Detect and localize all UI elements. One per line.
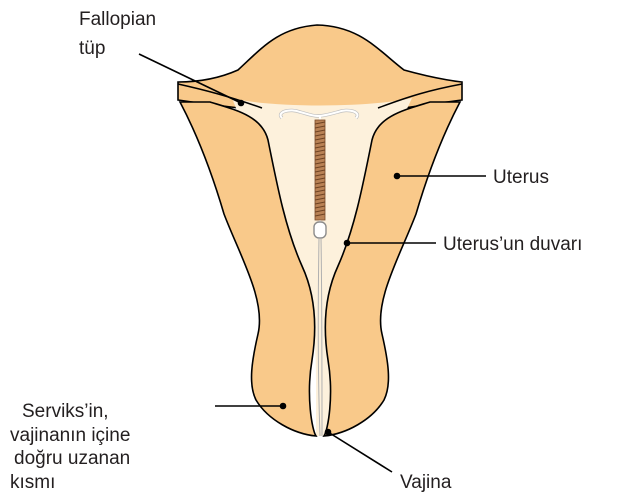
- label-fallopian-line2: tüp: [79, 38, 105, 59]
- uterus-fundus: [178, 25, 462, 112]
- fallopian-dot: [238, 100, 245, 107]
- label-fallopian-line1: Fallopian: [79, 9, 156, 30]
- cervix-dot: [280, 403, 287, 410]
- vagina-leader: [328, 432, 392, 472]
- label-fallopian-tube: Fallopian tüp: [79, 9, 161, 59]
- label-cervix-line2: vajinanın içine: [10, 425, 130, 446]
- label-cervix: Serviks’in, vajinanın içine doğru uzanan…: [10, 401, 136, 493]
- label-uterus-wall: Uterus’un duvarı: [443, 234, 582, 255]
- uterus-wall-dot: [344, 240, 351, 247]
- vagina-dot: [325, 429, 332, 436]
- label-cervix-line1: Serviks’in,: [22, 401, 109, 422]
- label-uterus: Uterus: [493, 167, 549, 188]
- label-cervix-line4: kısmı: [10, 472, 55, 493]
- uterus-dot: [394, 173, 401, 180]
- label-vagina: Vajina: [400, 472, 452, 493]
- label-cervix-line3: doğru uzanan: [14, 448, 130, 469]
